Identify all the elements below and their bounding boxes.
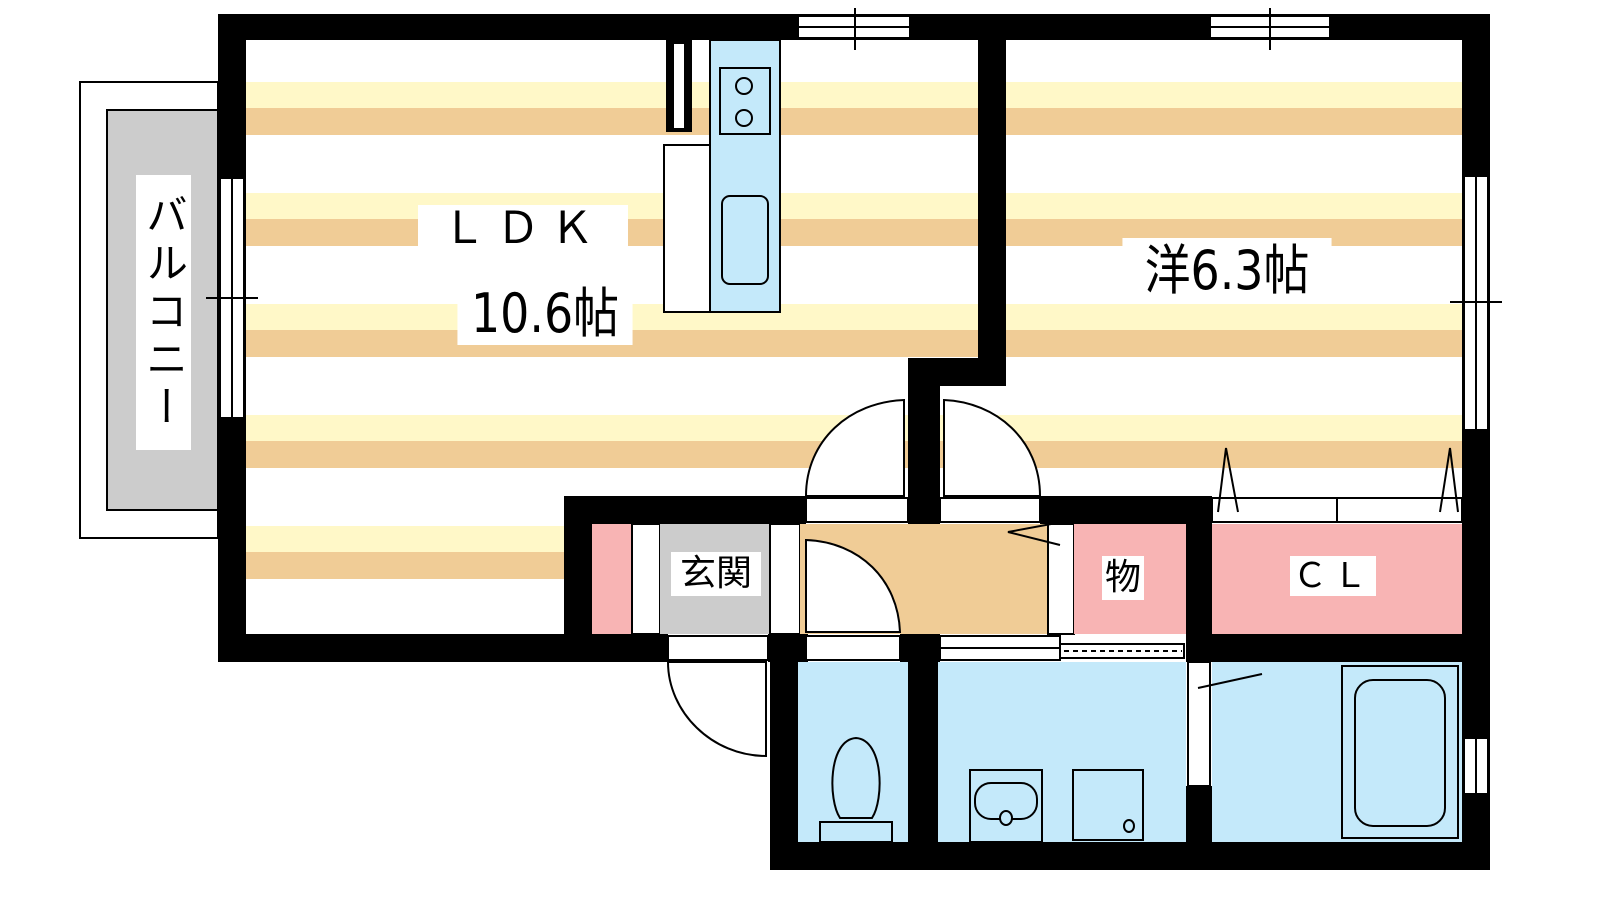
- room-label-ldk: ＬＤＫ: [418, 205, 628, 253]
- room-size-ldk: 10.6帖: [457, 283, 633, 345]
- shoe-storage: [592, 524, 632, 634]
- room-label-closet: ＣＬ: [1290, 556, 1376, 596]
- toilet-icon: [819, 736, 893, 843]
- bathtub-icon: [1341, 665, 1459, 839]
- room-label-storage: 物: [1102, 556, 1144, 600]
- room-label-balcony: バルコニー: [136, 175, 191, 450]
- doors: [666, 398, 1042, 758]
- room-label-entrance: 玄関: [671, 552, 761, 596]
- room-label-western: 洋6.3帖: [1122, 238, 1332, 304]
- sink-icon: [721, 195, 769, 285]
- kitchen-counter: [663, 39, 781, 313]
- windows: [206, 8, 1502, 795]
- washbasin-icon: [969, 769, 1043, 843]
- washing-machine-icon: [1072, 769, 1144, 841]
